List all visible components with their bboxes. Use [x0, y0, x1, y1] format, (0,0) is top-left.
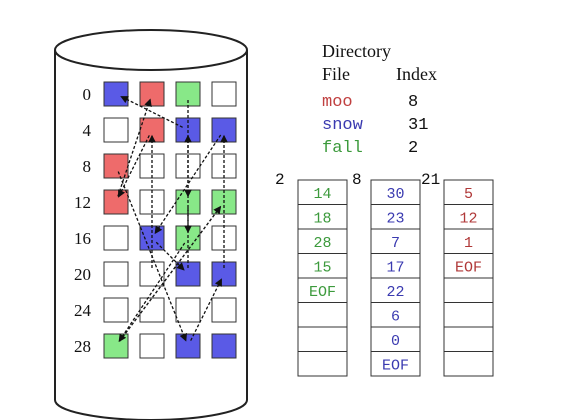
- fat-cell-value: 15: [313, 260, 331, 277]
- fat-cell: [297, 302, 348, 328]
- directory-table: Directory File Index moo 8 snow 31 fall …: [322, 41, 437, 158]
- fat-cell-value: EOF: [455, 260, 482, 277]
- disk-block: [139, 333, 165, 359]
- disk-block: [175, 297, 201, 323]
- fat-cell: [297, 351, 348, 377]
- fat-cell: [370, 277, 421, 303]
- fat-cell: [297, 277, 348, 303]
- fat-cell-value: 30: [386, 186, 404, 203]
- directory-entry-moo-file: moo: [322, 93, 353, 112]
- disk-block: [211, 117, 237, 143]
- fat-cell-value: 17: [386, 260, 404, 277]
- disk-row-label: 4: [83, 121, 92, 140]
- disk-block: [103, 225, 129, 251]
- disk-block: [211, 81, 237, 107]
- fat-cell: [443, 277, 494, 303]
- disk-block: [139, 297, 165, 323]
- fat-cell: [297, 228, 348, 254]
- fat-cell: [443, 302, 494, 328]
- disk-row-label: 20: [74, 265, 91, 284]
- fat-cell: [297, 253, 348, 279]
- disk-block: [103, 153, 129, 179]
- disk-row-label: 28: [74, 337, 91, 356]
- fat-col-start-label: 21: [421, 171, 440, 189]
- disk-block: [103, 297, 129, 323]
- disk-row-label: 8: [83, 157, 92, 176]
- fat-cell-value: 14: [313, 186, 331, 203]
- block-chain-arrows: [117, 96, 228, 343]
- fat-cell: [370, 326, 421, 352]
- fat-cell: [443, 326, 494, 352]
- fat-cell-value: 28: [313, 235, 331, 252]
- fat-cell-value: 0: [391, 333, 400, 350]
- fat-cell-value: 22: [386, 284, 404, 301]
- fat-cell-value: EOF: [309, 284, 336, 301]
- fat-cell: [297, 326, 348, 352]
- disk-block: [175, 333, 201, 359]
- chain-arrow: [117, 98, 152, 197]
- disk-block: [139, 81, 165, 107]
- chain-arrow: [120, 96, 183, 128]
- fat-cell: [370, 204, 421, 230]
- fat-cell: [370, 228, 421, 254]
- fat-cell: [370, 351, 421, 377]
- directory-entry-moo-index: 8: [408, 93, 418, 112]
- fat-cell-value: 18: [313, 211, 331, 228]
- fat-cell: [297, 179, 348, 205]
- disk-block: [103, 81, 129, 107]
- fat-cell: [297, 204, 348, 230]
- directory-title: Directory: [322, 41, 391, 61]
- disk-block: [103, 333, 129, 359]
- disk-block: [103, 189, 129, 215]
- directory-entry-snow-index: 31: [408, 116, 428, 135]
- directory-col-file: File: [322, 64, 350, 84]
- fat-cell-value: 1: [464, 235, 473, 252]
- fat-col-start-label: 8: [352, 171, 362, 189]
- disk-row-label: 16: [74, 229, 91, 248]
- disk-row-label: 24: [74, 301, 92, 320]
- chain-arrow: [118, 135, 150, 198]
- fat-cell-value: 5: [464, 186, 473, 203]
- fat-cell-value: EOF: [382, 358, 409, 375]
- disk-block: [211, 297, 237, 323]
- disk-row-label: 12: [74, 193, 91, 212]
- disk-row-label: 0: [83, 85, 92, 104]
- fat-cell: [370, 302, 421, 328]
- fat-cell: [443, 351, 494, 377]
- disk-row-labels: 0 4 8 12 16 20 24 28: [74, 85, 92, 356]
- fat-cell-value: 12: [459, 211, 477, 228]
- chain-arrow: [155, 241, 185, 271]
- directory-entry-snow-file: snow: [322, 116, 364, 135]
- fat-cell-value: 23: [386, 211, 404, 228]
- fat-cell: [370, 179, 421, 205]
- disk-block: [211, 333, 237, 359]
- fat-cell-value: 7: [391, 235, 400, 252]
- fat-cell: [443, 253, 494, 279]
- directory-entry-fall-file: fall: [322, 139, 363, 158]
- directory-entry-fall-index: 2: [408, 139, 418, 158]
- disk-block: [103, 117, 129, 143]
- chain-arrow: [119, 205, 222, 342]
- disk-block: [103, 261, 129, 287]
- disk-block: [139, 117, 165, 143]
- fat-col-start-label: 2: [275, 171, 285, 189]
- disk-blocks: [103, 81, 237, 359]
- directory-col-index: Index: [396, 64, 437, 84]
- chain-arrow: [190, 278, 222, 341]
- fat-cell-value: 6: [391, 309, 400, 326]
- fat-cell: [443, 179, 494, 205]
